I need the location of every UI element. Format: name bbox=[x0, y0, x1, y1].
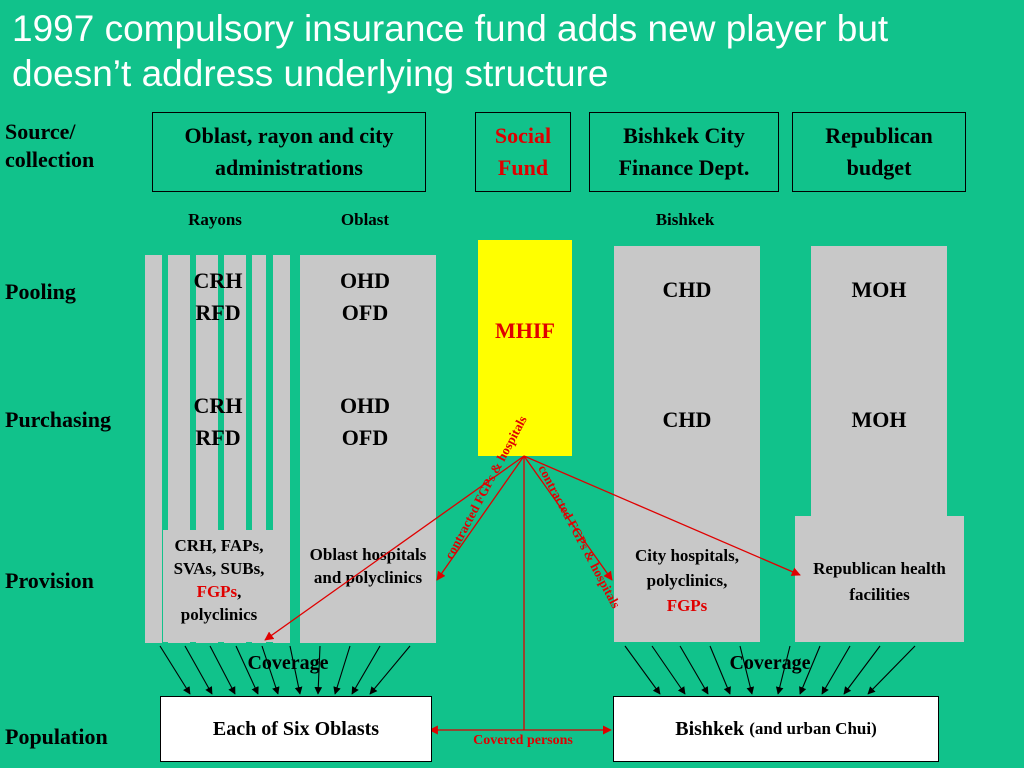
rayon-stripe bbox=[273, 255, 290, 643]
contract-arrow bbox=[264, 455, 525, 641]
coverage-arrow bbox=[651, 645, 686, 695]
label-oblast: Oblast bbox=[340, 210, 390, 229]
purchasing-chd: CHD bbox=[662, 407, 712, 432]
coverage-label-left: Coverage bbox=[247, 652, 329, 674]
contract-arrow bbox=[523, 455, 801, 576]
row-label-pooling: Pooling bbox=[5, 279, 76, 304]
provision-rayon: CRH, FAPs, SVAs, SUBs, FGPs, polyclinics bbox=[173, 536, 265, 624]
contract-label-left-line: contracted FGPs & hospitals bbox=[441, 413, 529, 561]
coverage-label-right: Coverage bbox=[729, 652, 811, 674]
source-republican-box: Republican budget bbox=[792, 112, 966, 192]
coverage-arrow bbox=[775, 645, 791, 695]
row-label-population: Population bbox=[5, 724, 108, 749]
page-title: 1997 compulsory insurance fund adds new … bbox=[12, 8, 889, 94]
pooling-chd: CHD bbox=[662, 277, 712, 302]
coverage-arrow bbox=[333, 645, 351, 695]
coverage-arrow bbox=[867, 645, 916, 695]
republican-provision-box bbox=[795, 516, 964, 642]
contract-label-right: contracted FGPs & hospitals bbox=[535, 462, 623, 610]
coverage-arrow bbox=[261, 645, 280, 695]
contract-label-left: contracted FGPs & hospitals bbox=[441, 413, 529, 561]
contract-arrow bbox=[436, 455, 525, 581]
coverage-arrow bbox=[843, 645, 881, 695]
purchasing-moh: MOH bbox=[851, 407, 907, 432]
coverage-arrow bbox=[235, 645, 259, 695]
contract-arrow bbox=[523, 455, 613, 581]
row-label-provision: Provision bbox=[5, 568, 94, 593]
row-label-source: Source/ collection bbox=[5, 119, 95, 172]
coverage-arrow bbox=[821, 645, 851, 695]
source-bishkek-box: Bishkek City Finance Dept. bbox=[589, 112, 779, 192]
mhif-box bbox=[478, 240, 572, 456]
provision-city: City hospitals, polyclinics, FGPs bbox=[635, 546, 739, 615]
coverage-arrow bbox=[679, 645, 709, 695]
coverage-arrow bbox=[369, 645, 411, 695]
covered-persons-label: Covered persons bbox=[473, 733, 573, 748]
pooling-moh: MOH bbox=[851, 277, 907, 302]
source-social-fund-box: Social Fund bbox=[475, 112, 571, 192]
coverage-arrow bbox=[184, 645, 213, 695]
republican-column bbox=[811, 246, 947, 518]
coverage-arrow bbox=[209, 645, 236, 695]
coverage-arrow bbox=[739, 645, 755, 695]
label-bishkek: Bishkek bbox=[655, 210, 715, 229]
coverage-arrow bbox=[624, 645, 661, 695]
coverage-arrow bbox=[314, 645, 323, 695]
coverage-arrow bbox=[709, 645, 731, 695]
bishkek-column bbox=[614, 246, 760, 642]
contract-label-right-line: contracted FGPs & hospitals bbox=[535, 462, 623, 610]
population-bishkek-box: Bishkek (and urban Chui) bbox=[613, 696, 939, 762]
population-oblasts-box: Each of Six Oblasts bbox=[160, 696, 432, 762]
coverage-arrow bbox=[799, 645, 821, 695]
rayon-stripe bbox=[145, 255, 162, 643]
rayon-provision-box bbox=[163, 530, 275, 642]
provision-republican: Republican health facilities bbox=[813, 559, 946, 604]
source-oblast-box: Oblast, rayon and city administrations bbox=[152, 112, 426, 192]
row-label-purchasing: Purchasing bbox=[5, 407, 111, 432]
oblast-column bbox=[300, 255, 436, 643]
coverage-arrow bbox=[351, 645, 381, 695]
provision-oblast: Oblast hospitals and polyclinics bbox=[309, 545, 427, 587]
label-rayons: Rayons bbox=[188, 210, 242, 229]
coverage-arrow bbox=[289, 645, 303, 695]
coverage-arrow bbox=[159, 645, 191, 695]
mhif-label: MHIF bbox=[495, 318, 555, 343]
